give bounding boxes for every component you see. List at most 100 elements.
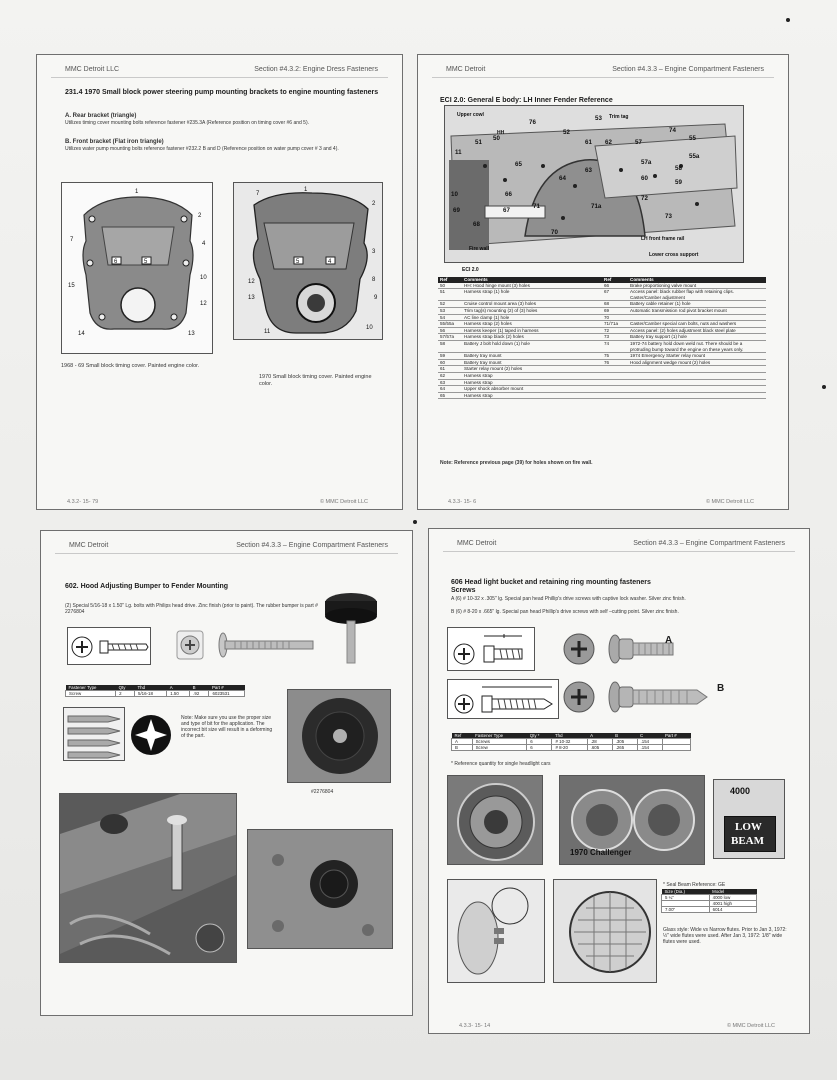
bumper-fastener-table: Fastener Type Qty Thd A B Part # Screw 2…	[64, 685, 245, 697]
header-company: MMC Detroit	[457, 540, 497, 547]
cell: 5/16-18	[133, 690, 168, 697]
bolt-photo	[176, 630, 314, 660]
comment-cell: Battery tray mount	[462, 352, 602, 360]
svg-text:3: 3	[372, 249, 376, 255]
col-qty: Qty	[115, 685, 135, 691]
ref-cell: 57/57a	[438, 333, 462, 341]
ref-cell: 65	[438, 392, 462, 400]
ref-cell: 60	[438, 359, 462, 367]
scan-dot	[413, 520, 417, 524]
ref-cell	[602, 392, 628, 400]
comment-cell: Harness keeper (1) taped in harness	[462, 327, 602, 335]
comment-cell	[628, 372, 766, 380]
svg-text:12: 12	[200, 301, 207, 307]
ref-cell: 50	[438, 282, 462, 290]
bucket-drawing	[448, 776, 542, 864]
label-lower-cross-support: Lower cross support	[649, 252, 699, 258]
col-comments: Comments	[462, 277, 602, 283]
svg-text:74: 74	[669, 127, 676, 134]
ref-cell	[602, 385, 628, 393]
svg-text:1: 1	[304, 187, 308, 193]
comment-cell: Harness strap	[462, 379, 602, 387]
ref-cell: 70	[602, 314, 628, 322]
ref-cell: 76	[602, 359, 628, 367]
page-timing-cover: MMC Detroit LLC Section #4.3.2: Engine D…	[36, 54, 403, 510]
section-subtitle: Screws	[451, 587, 476, 594]
ref-cell	[602, 372, 628, 380]
bits-drawing	[67, 715, 121, 759]
svg-text:10: 10	[451, 191, 458, 198]
comment-cell	[628, 314, 766, 322]
svg-text:60: 60	[641, 175, 648, 182]
comment-cell: Harness strap	[462, 392, 602, 400]
subsection-b-text: Utilizes water pump mounting bolts refer…	[65, 146, 339, 152]
comment-cell	[628, 365, 766, 373]
svg-text:71a: 71a	[591, 203, 602, 210]
cell: B	[451, 744, 473, 751]
svg-text:68: 68	[473, 221, 480, 228]
col-header: A	[587, 733, 613, 739]
comment-cell: Harness strap	[462, 372, 602, 380]
col-part: Part #	[208, 685, 245, 691]
page-header: MMC Detroit Section #4.3.3 – Engine Comp…	[432, 64, 774, 78]
col-header: Fastener Type	[472, 733, 527, 739]
seal-beam-title: * Seal Beam Reference: GE	[663, 882, 726, 888]
comment-cell: Battery cable retainer (1) hole	[628, 300, 766, 308]
comment-cell: Caster/Camber special cam bolts, nuts an…	[628, 320, 766, 328]
screw-b-drawing	[454, 686, 553, 714]
ref-cell: 55/55a	[438, 320, 462, 328]
ref-cell: 68	[602, 300, 628, 308]
col-header: B	[612, 733, 638, 739]
ref-cell	[602, 379, 628, 387]
col-header: Qty *	[526, 733, 552, 739]
rubber-bumper-photo	[325, 593, 377, 664]
svg-text:2: 2	[198, 213, 202, 219]
caption-1968-69: 1968 - 69 Small block timing cover. Pain…	[61, 363, 200, 369]
col-header: C	[637, 733, 662, 739]
ref-cell: 62	[438, 372, 462, 380]
ref-cell: 63	[438, 379, 462, 387]
svg-text:14: 14	[78, 331, 85, 337]
comment-cell: 1974 Emergency Starter relay mount	[628, 352, 766, 360]
comment-cell: Automatic transmission rod pivot bracket…	[628, 307, 766, 315]
col-a: A	[166, 685, 190, 691]
col-size: Size (Dia.)	[661, 889, 710, 895]
sealed-beam-side-drawing	[448, 880, 544, 982]
label-eci: ECI 2.0	[462, 267, 479, 273]
cell: Screw	[64, 690, 117, 697]
page-header: MMC Detroit LLC Section #4.3.2: Engine D…	[51, 64, 388, 78]
challenger-headlight-photo: 1970 Challenger	[559, 775, 705, 865]
phillips-head-icon	[131, 715, 171, 755]
comment-cell: 1972-74 battery hold down weld nut. Ther…	[628, 340, 766, 354]
svg-text:61: 61	[585, 139, 592, 146]
comment-cell: Hood alignment wedge mount (2) holes	[628, 359, 766, 367]
svg-text:4: 4	[202, 241, 206, 247]
headlight-bucket-photo	[447, 775, 543, 865]
svg-text:50: 50	[493, 135, 500, 142]
screw-a-diagram	[447, 627, 535, 671]
col-model: Model	[709, 889, 757, 895]
cell: 6	[526, 744, 553, 751]
ref-cell: 51	[438, 288, 462, 302]
subsection-b-heading: B. Front bracket (Flat iron triangle)	[65, 139, 164, 145]
screw-b-photo	[563, 681, 708, 713]
col-b: B	[189, 685, 209, 691]
bumper-part-number: #2276804	[311, 789, 334, 795]
svg-text:15: 15	[68, 283, 75, 289]
svg-text:72: 72	[641, 195, 648, 202]
ref-cell: 54	[438, 314, 462, 322]
section-title: ECI 2.0: General E body: LH Inner Fender…	[440, 97, 613, 104]
comment-cell: Cruise control mount area (3) holes	[462, 300, 602, 308]
header-section: Section #4.3.2: Engine Dress Fasteners	[254, 66, 378, 73]
screw-b-label: B	[717, 683, 725, 694]
comment-cell: Harness strap (1) hole	[462, 288, 602, 302]
comment-cell: Starter relay mount (2) holes	[462, 365, 602, 373]
svg-text:57: 57	[635, 139, 642, 146]
